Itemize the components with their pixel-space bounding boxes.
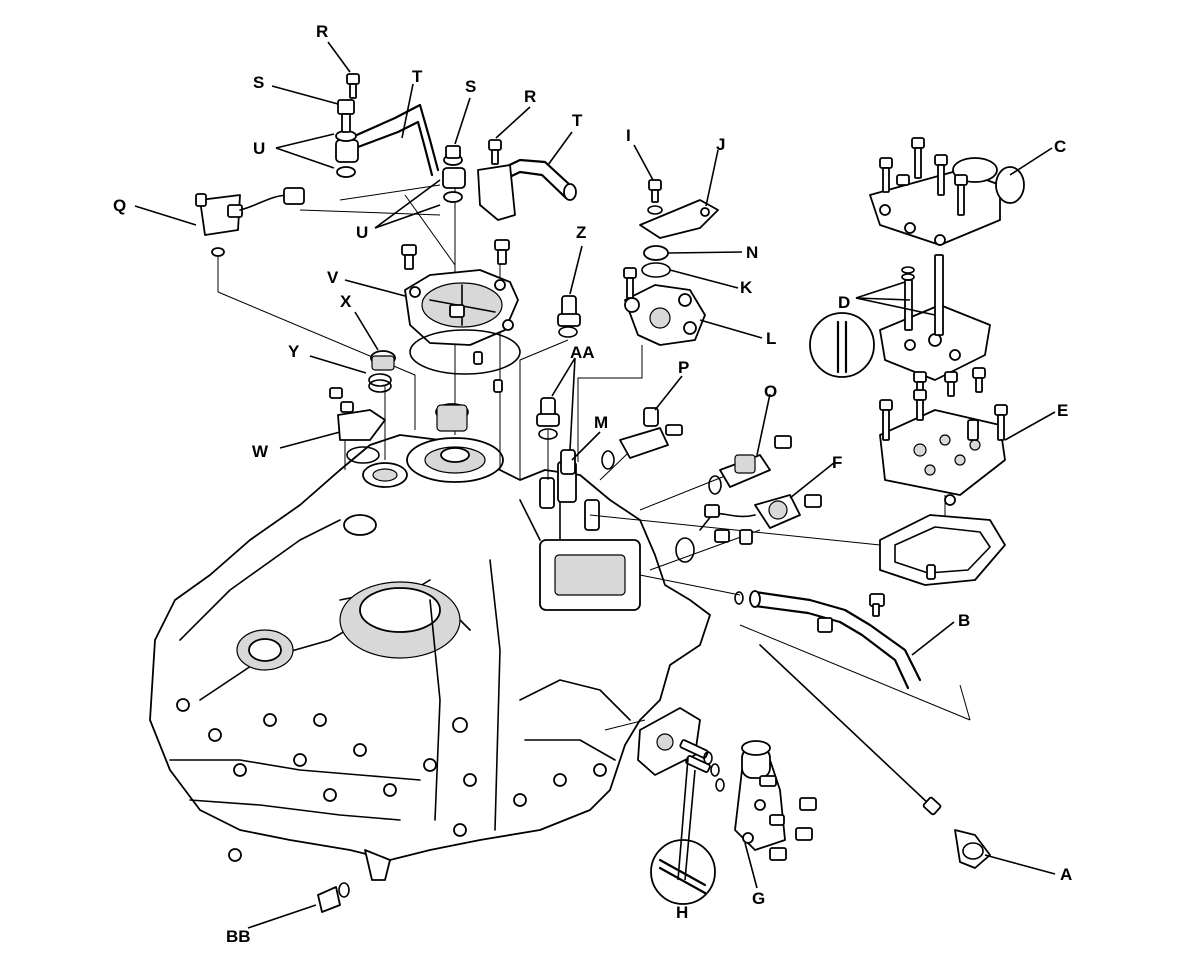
leader-lines [134,41,1056,929]
callout-f: F [832,453,842,472]
callout-aa: AA [570,343,595,362]
lock-up-valve-body [623,179,719,346]
valve-body-cover [879,389,1008,586]
callout-w: W [252,442,269,461]
callout-x: X [340,292,352,311]
callout-k: K [740,278,753,297]
callout-o: O [764,382,777,401]
linear-solenoid-assembly [869,137,1025,246]
callout-h: H [676,903,688,922]
callout-s-right: S [465,77,476,96]
transmission-housing [149,434,711,881]
callout-j: J [716,135,725,154]
callout-m: M [594,413,608,432]
callout-u-left: U [253,139,265,158]
callout-d: D [838,293,850,312]
callout-labels: R S T S R T U U Q V X Y W Z AA M P O F I… [113,22,1072,946]
callout-a: A [1060,865,1072,884]
callout-g: G [752,889,765,908]
callout-c: C [1054,137,1066,156]
callout-y: Y [288,342,300,361]
speed-sensor [317,882,350,913]
callout-bb: BB [226,927,251,946]
shift-control-solenoid [637,707,817,905]
callout-u-right: U [356,223,368,242]
callout-v: V [327,268,339,287]
callout-r-right: R [524,87,536,106]
callout-e: E [1057,401,1068,420]
callout-s-left: S [253,73,264,92]
cooler-lines-assembly [195,73,577,257]
callout-i: I [626,126,631,145]
end-cover-assembly [329,239,521,464]
callout-t-right: T [572,111,583,130]
callout-l: L [766,329,776,348]
callout-t-left: T [412,67,423,86]
callout-n: N [746,243,758,262]
separator-plate-assembly [809,254,991,397]
shift-solenoids [601,407,822,563]
callout-p: P [678,358,689,377]
callout-q: Q [113,196,126,215]
callout-b: B [958,611,970,630]
dipstick-assembly [734,590,991,869]
callout-z: Z [576,223,586,242]
pressure-switches [536,295,581,475]
callout-r-upper-left: R [316,22,328,41]
